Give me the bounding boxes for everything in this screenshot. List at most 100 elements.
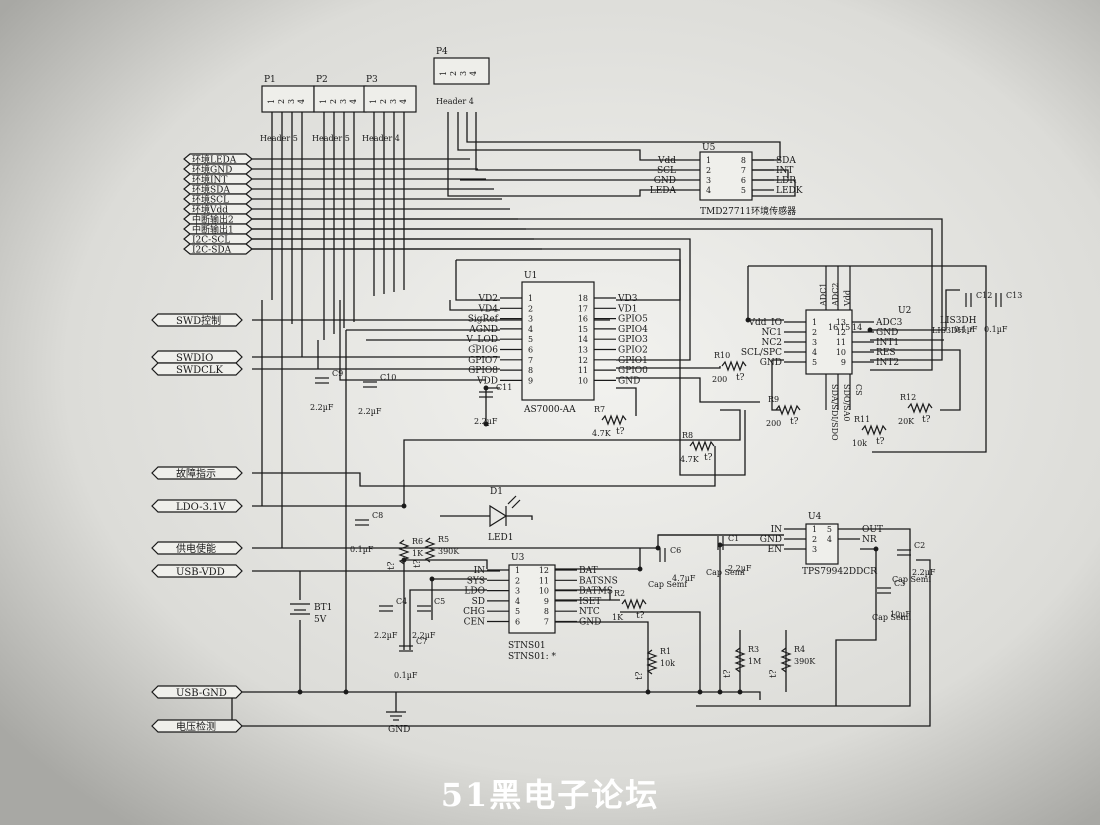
u4-body — [805, 523, 839, 565]
port-top-5-label: 环境Vdd — [192, 204, 228, 216]
cap-c12-ref: C12 — [976, 291, 992, 300]
u4-ref: U4 — [808, 512, 822, 522]
resistor-r4-ref: R4 — [794, 645, 805, 654]
cap-c8-ref: C8 — [372, 511, 383, 520]
resistor-r7-value: 4.7K — [592, 429, 612, 438]
u1-pin-num: 15 — [578, 325, 588, 334]
led-d1-ray — [511, 499, 521, 509]
u1-pin-num: 5 — [528, 335, 533, 344]
resistor-r3-ref: R3 — [748, 645, 759, 654]
u3-body — [508, 564, 556, 634]
cap-c2-extra: 2.2µF — [912, 568, 936, 577]
led-wire-b — [506, 515, 533, 520]
u3-pin-name: CEN — [464, 618, 485, 628]
u1-pin-name: GPIO2 — [618, 346, 648, 356]
port-bottom-8 — [151, 719, 243, 733]
u2-pin-name: INT2 — [876, 358, 899, 368]
resistor-tq: t? — [616, 427, 625, 437]
u3-pin-name: GND — [579, 618, 601, 628]
cap-c13-value: 0.1µF — [984, 325, 1008, 334]
cap-c3-value: Cap Semi — [872, 613, 911, 622]
led-d1-ref: D1 — [490, 487, 503, 497]
resistor-r3-value: 1M — [748, 657, 761, 666]
gnd-label: GND — [388, 725, 410, 735]
cap-c11-value: 2.2µF — [474, 417, 498, 426]
u4-pin-num: 1 — [812, 525, 817, 534]
u3-ntc — [620, 611, 701, 692]
net-scl — [252, 238, 691, 361]
header-pin-number: 1 — [267, 99, 276, 104]
port-bottom-6 — [151, 564, 243, 578]
port-top-0-label: 环境LEDA — [192, 154, 237, 166]
u1-body — [521, 281, 595, 401]
u3-pin-name: BAT — [579, 566, 598, 576]
u1-pin-name: VDD — [476, 376, 498, 386]
junction-dot — [483, 385, 489, 391]
resistor-tq: t? — [769, 669, 779, 678]
u1-gpio0 — [616, 377, 760, 403]
u3-pin-name: SYS — [467, 576, 485, 586]
u1-pin-name: V_LOD — [465, 335, 498, 345]
u1-pin-num: 9 — [528, 376, 533, 385]
resistor-tq: t? — [387, 561, 397, 570]
u1-pin-name: SigRef — [468, 315, 499, 325]
u4-pin-num: 4 — [827, 535, 832, 544]
u4-nr — [835, 548, 877, 706]
port-bottom-0 — [151, 313, 243, 327]
header-pin-number: 3 — [389, 99, 398, 104]
u2-pin-name: GND — [760, 358, 782, 368]
led-d1-ray — [507, 495, 517, 505]
u2-pin-num: 3 — [812, 338, 817, 347]
u1-pin-num: 17 — [578, 304, 588, 313]
cap-c5-value: 2.2µF — [412, 631, 436, 640]
u1-pin-num: 12 — [578, 356, 588, 365]
cap-c6-extra: 4.7µF — [672, 574, 696, 583]
resistor-r10 — [721, 360, 747, 372]
junction-dot — [401, 503, 407, 509]
header-p2-label: Header 5 — [312, 134, 350, 143]
u5-pin-num: 3 — [706, 176, 711, 185]
header-p3-ref: P3 — [366, 75, 378, 85]
resistor-r9-ref: R9 — [768, 395, 779, 404]
u4-name: TPS79942DDCR — [802, 567, 877, 577]
u2-res — [870, 349, 961, 411]
junction-dot — [717, 689, 723, 695]
junction-dot — [737, 689, 743, 695]
u1-pin-name: GPIO5 — [618, 315, 648, 325]
u2-bottom-pin-name: SDO/SA0 — [842, 384, 851, 422]
resistor-r8-value: 4.7K — [680, 455, 700, 464]
u5-pin-num: 8 — [741, 156, 746, 165]
u3-sub: STNS01: * — [508, 652, 557, 662]
hdr-to-u1 — [339, 300, 486, 381]
port-bottom-5 — [151, 541, 243, 555]
battery-ref: BT1 — [314, 603, 332, 613]
resistor-r5 — [424, 537, 436, 563]
u2-extra: LIS3DH: * — [932, 326, 974, 335]
resistor-tq: t? — [413, 559, 423, 568]
port-top-4-label: 环境SCL — [192, 194, 229, 206]
u2-pin-num: 12 — [836, 328, 846, 337]
resistor-r6-value: 1K — [412, 549, 424, 558]
u3-pin-name: IN — [474, 566, 486, 576]
u5-pin-num: 5 — [741, 186, 746, 195]
u1-pin-num: 18 — [578, 294, 588, 303]
u1-pin-num: 4 — [528, 325, 533, 334]
resistor-r1 — [646, 649, 658, 675]
junction-dot — [297, 689, 303, 695]
port-bottom-6-label: USB-VDD — [176, 567, 225, 578]
port-top-8-label: I2C-SCL — [192, 236, 230, 246]
battery-value: 5V — [314, 615, 327, 625]
u1-pin-name: VD1 — [617, 304, 637, 314]
port-top-9-label: I2C-SDA — [192, 246, 232, 256]
resistor-r11-value: 10k — [852, 439, 867, 448]
u2-pin-num: 13 — [836, 318, 846, 327]
u2-ref: U2 — [898, 306, 911, 316]
resistor-r12-value: 20K — [898, 417, 915, 426]
u1-pin-name: VD2 — [478, 294, 498, 304]
header-pin-number: 2 — [277, 99, 286, 104]
cap-c12-value: 0.1µF — [954, 325, 978, 334]
resistor-tq: t? — [790, 417, 799, 427]
u1-gnd — [616, 387, 637, 416]
resistor-r5-value: 390K — [438, 547, 460, 556]
